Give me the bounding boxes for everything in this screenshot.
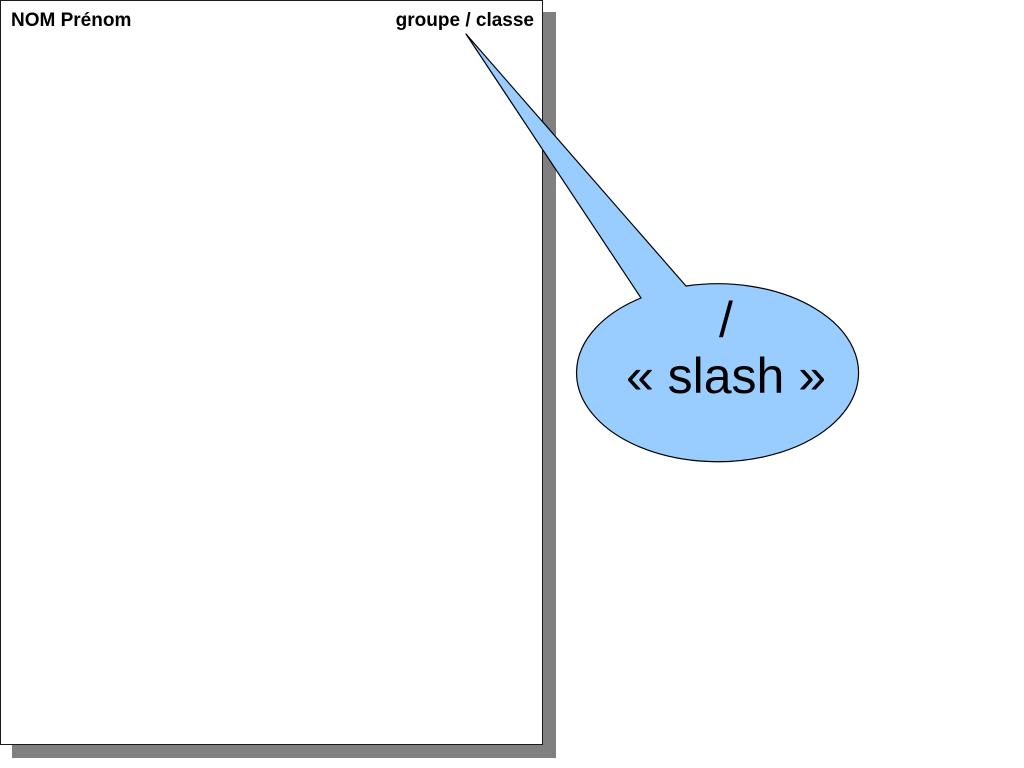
- callout-text: / « slash »: [585, 292, 867, 404]
- callout-word: « slash »: [625, 348, 827, 404]
- document-page: NOM Prénom groupe / classe: [0, 0, 543, 745]
- callout-symbol: /: [719, 292, 733, 348]
- callout-shape: [465, 33, 860, 463]
- class-label: groupe / classe: [395, 10, 534, 31]
- name-label: NOM Prénom: [11, 10, 132, 31]
